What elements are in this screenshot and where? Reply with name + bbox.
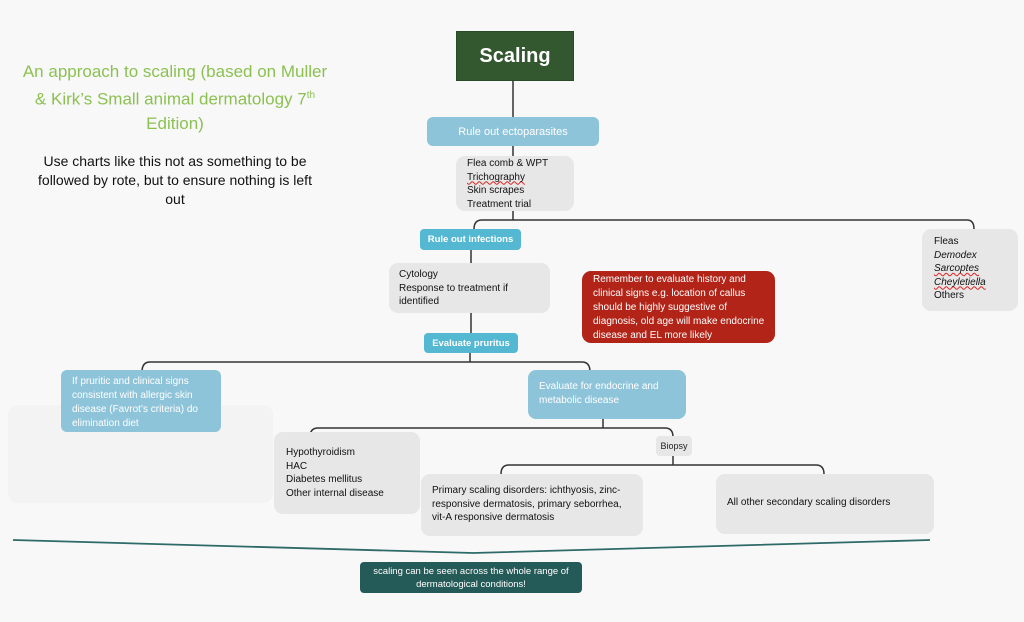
footer-note: scaling can be seen across the whole ran…	[360, 562, 582, 593]
endocrine-item: Hypothyroidism	[286, 447, 355, 458]
test-item: Flea comb & WPT	[467, 158, 549, 169]
parasite-item-text: Sarcoptes	[934, 263, 980, 274]
node-parasite-list: Fleas Demodex Sarcoptes Cheyletiella Oth…	[922, 229, 1018, 311]
connector-biopsy-split	[500, 455, 825, 475]
test-item: Treatment trial	[467, 198, 532, 210]
node-rule-out-infections: Rule out infections	[420, 229, 521, 250]
title-end: Edition)	[146, 113, 204, 133]
parasite-item: Fleas	[934, 236, 959, 247]
page-title: An approach to scaling (based on Muller …	[20, 60, 330, 136]
node-evaluate-pruritus: Evaluate pruritus	[424, 333, 518, 353]
endocrine-item: Diabetes mellitus	[286, 474, 363, 485]
node-endocrine-metabolic: Evaluate for endocrine and metabolic dis…	[528, 370, 686, 419]
connector-split-infections-parasites	[473, 211, 975, 230]
title-main: An approach to scaling (based on Muller …	[22, 62, 328, 109]
infection-test-item: Response to treatment if identified	[399, 282, 508, 308]
node-primary-scaling-disorders: Primary scaling disorders: ichthyosis, z…	[421, 474, 643, 536]
title-superscript: th	[306, 90, 316, 101]
test-item: Trichography	[467, 171, 525, 183]
parasite-item: Cheyletiella	[934, 276, 1018, 290]
node-ectoparasite-tests: Flea comb & WPT Trichography Skin scrape…	[456, 156, 574, 211]
parasite-item: Demodex	[934, 249, 1018, 263]
parasite-item: Others	[934, 290, 965, 301]
infection-test-item: Cytology	[399, 269, 438, 280]
node-rule-out-ectoparasites: Rule out ectoparasites	[427, 117, 599, 146]
node-biopsy: Biopsy	[656, 436, 692, 456]
endocrine-item: Other internal disease	[286, 487, 384, 499]
test-item: Skin scrapes	[467, 185, 525, 196]
connector-pruritus-split	[141, 352, 591, 373]
node-secondary-scaling-disorders: All other secondary scaling disorders	[716, 474, 934, 534]
reminder-note: Remember to evaluate history and clinica…	[582, 271, 775, 343]
node-endocrine-list: Hypothyroidism HAC Diabetes mellitus Oth…	[274, 432, 420, 514]
usage-note: Use charts like this not as something to…	[38, 153, 312, 207]
node-infection-tests: Cytology Response to treatment if identi…	[389, 263, 550, 313]
parasite-item-text: Demodex	[934, 249, 977, 261]
bottom-bracket	[12, 539, 931, 554]
node-allergic-elimination-diet: If pruritic and clinical signs consisten…	[61, 370, 221, 432]
endocrine-item: HAC	[286, 460, 308, 472]
root-node-scaling: Scaling	[456, 31, 574, 81]
parasite-item-text: Cheyletiella	[934, 276, 986, 288]
parasite-item: Sarcoptes	[934, 262, 1018, 276]
